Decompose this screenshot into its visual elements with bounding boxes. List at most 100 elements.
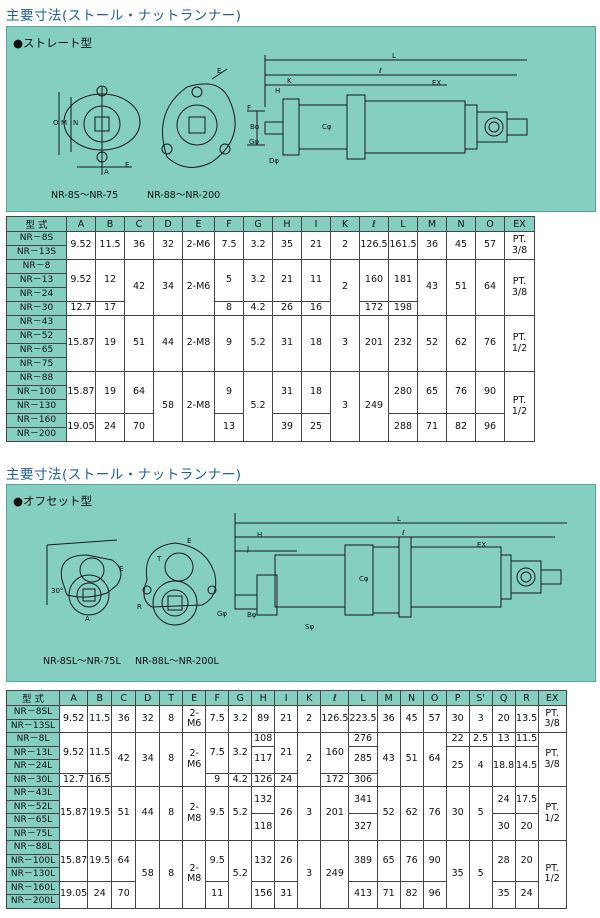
table-cell: 8 [159, 732, 184, 787]
table-cell: 24 [274, 772, 299, 787]
column-header: A [66, 216, 96, 232]
table-cell: 19 [95, 315, 125, 372]
table-cell: PT. 3/8 [537, 732, 567, 787]
drawing-label: ℓ [379, 67, 382, 75]
table-cell: 24 [491, 786, 516, 814]
table-cell: 57 [475, 231, 505, 260]
table-cell: 19.05 [58, 880, 89, 909]
table-cell: 62 [399, 786, 424, 841]
straight-type-drawing [58, 55, 528, 175]
table-cell: 51 [446, 259, 476, 316]
table-cell: 62 [446, 315, 476, 372]
table-cell: 31 [272, 371, 302, 414]
table-cell: 285 [348, 745, 378, 774]
table-cell: 9 [214, 371, 244, 414]
column-header: L [388, 216, 418, 232]
column-header: N [399, 690, 424, 706]
table-row: NR－24L [6, 759, 567, 774]
column-header: L [348, 690, 378, 706]
drawing-label: EX [432, 79, 442, 87]
table-cell: 20 [491, 705, 516, 733]
table-cell: 181 [388, 259, 418, 302]
column-header: K [330, 216, 360, 232]
straight-type-subtitle: ●ストレート型 [13, 36, 93, 50]
table-cell: 201 [320, 786, 350, 841]
model-name-cell: NR－160 [6, 413, 67, 428]
column-header: E [182, 216, 215, 232]
model-name-cell: NR－30L [6, 772, 60, 787]
table-cell: 22 [445, 732, 470, 747]
table-cell: 126 [251, 772, 276, 787]
table-cell: 3.2 [243, 231, 273, 260]
table-cell: 9 [205, 772, 230, 787]
drawing-label: A [104, 168, 109, 176]
model-name-cell: NR－52 [6, 329, 67, 344]
caption-offset-large: NR-88L～NR-200L [135, 656, 219, 667]
drawing-label: Sφ [305, 623, 315, 631]
table-row: NR－75L [6, 826, 567, 841]
model-name-cell: NR－8 [6, 259, 67, 274]
table-cell: 58 [153, 371, 183, 442]
table-cell: 21 [274, 705, 299, 733]
table-cell: 389 [348, 840, 378, 882]
table-cell: 280 [388, 371, 418, 414]
column-header: H [251, 690, 276, 706]
table-cell: 16.5 [87, 772, 113, 787]
table-cell: 31 [274, 880, 299, 909]
drawing-label: J [247, 545, 250, 553]
column-header: P [445, 690, 470, 706]
straight-type-drawing-panel: ●ストレート型 [6, 26, 596, 212]
table-cell: 172 [359, 301, 389, 316]
table-cell: 51 [124, 315, 154, 372]
table-row: NR－24 [6, 287, 535, 302]
table-cell: 19 [95, 371, 125, 414]
table-cell: 161.5 [388, 231, 418, 260]
table-cell: 26 [274, 840, 299, 882]
table-cell: 2 [297, 705, 322, 733]
model-name-cell: NR－8S [6, 231, 67, 246]
table-cell: 18.8 [491, 745, 516, 787]
table-cell: 25 [445, 745, 470, 787]
table-cell: 132 [251, 786, 276, 814]
column-header: I [274, 690, 299, 706]
table-cell: 43 [376, 732, 401, 787]
table-cell: 96 [422, 880, 447, 909]
section1-title: 主要寸法(ストール・ナットランナー) [6, 8, 242, 24]
table-cell: 11.5 [95, 231, 125, 260]
table-cell: 24 [514, 880, 539, 909]
table-cell: 16 [301, 301, 331, 316]
table-cell: PT. 1/2 [537, 786, 567, 841]
drawing-label: K [287, 77, 292, 85]
drawing-label: Gφ [249, 138, 260, 146]
table-cell: 24 [87, 880, 113, 909]
table-cell: 18 [301, 315, 331, 372]
table-cell: 43 [417, 259, 447, 316]
table-cell: 3 [297, 786, 322, 841]
table-cell: 3 [297, 840, 322, 909]
table-cell: 2-M6 [182, 732, 207, 787]
offset-type-drawing [46, 513, 567, 626]
table-cell: 156 [251, 880, 276, 909]
table-cell: 9.52 [66, 231, 96, 260]
table-cell: 3.2 [243, 259, 273, 302]
drawing-label: T [157, 555, 162, 563]
drawing-label: EX [477, 541, 487, 549]
column-header: I [301, 216, 331, 232]
table-cell: 26 [274, 786, 299, 841]
table-cell: 249 [320, 840, 350, 909]
model-name-cell: NR－200 [6, 427, 67, 442]
drawing-label: Gφ [217, 610, 228, 618]
table-cell: 19.5 [87, 840, 113, 882]
drawing-label: A [85, 615, 90, 623]
table-cell: 15.87 [58, 786, 89, 841]
table-cell: 15.87 [58, 840, 89, 882]
table-cell: 327 [348, 813, 378, 841]
table-cell: 31 [272, 315, 302, 372]
table-cell: 96 [475, 413, 505, 442]
table-cell: 35 [445, 840, 470, 909]
table-cell: 76 [422, 786, 447, 841]
